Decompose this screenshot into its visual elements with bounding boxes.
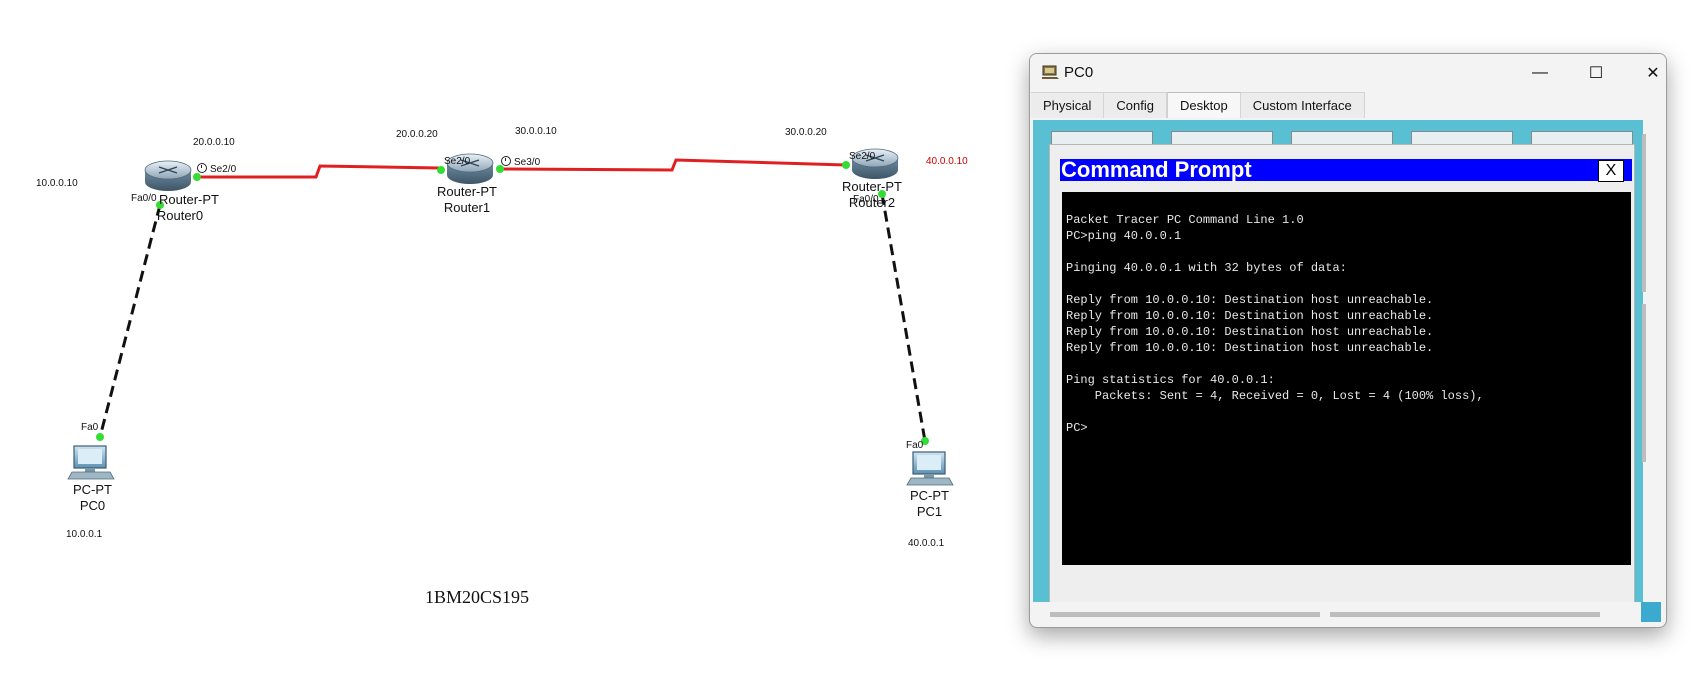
- device-name: PC1: [916, 504, 943, 519]
- router-icon[interactable]: [446, 153, 494, 184]
- command-prompt-frame: Command Prompt X Packet Tracer PC Comman…: [1049, 144, 1635, 602]
- link-light: [156, 201, 164, 209]
- tab-physical[interactable]: Physical: [1031, 92, 1105, 118]
- port-label: Fa0: [906, 440, 924, 451]
- link-light: [496, 165, 504, 173]
- port-label: Se3/0: [501, 156, 540, 168]
- close-button[interactable]: ✕: [1630, 58, 1666, 88]
- link-light: [96, 433, 104, 441]
- router-icon[interactable]: [851, 148, 899, 179]
- link-light: [921, 437, 929, 445]
- port-label: Se2/0: [197, 163, 236, 175]
- canvas-note[interactable]: 1BM20CS195: [425, 587, 530, 607]
- device-name: Router2: [848, 195, 896, 210]
- maximize-button[interactable]: ☐: [1573, 58, 1619, 88]
- horizontal-scrollbar[interactable]: [1050, 612, 1600, 617]
- device-type: Router-PT: [437, 184, 497, 199]
- terminal-output[interactable]: Packet Tracer PC Command Line 1.0 PC>pin…: [1062, 192, 1631, 565]
- tab-bar: Physical Config Desktop Custom Interface: [1031, 92, 1365, 118]
- device-type: PC-PT: [910, 488, 949, 503]
- ip-label: 10.0.0.1: [66, 529, 103, 540]
- ip-label: 30.0.0.20: [785, 127, 827, 138]
- topology-canvas[interactable]: [0, 0, 1020, 678]
- port-label: Se2/0: [849, 151, 876, 162]
- pc-app-icon: [1042, 65, 1059, 79]
- ethernet-link-r0-pc0[interactable]: [98, 204, 162, 438]
- device-label-pc0: PC-PT PC0: [73, 482, 112, 514]
- device-label-router1: Router-PT Router1: [437, 184, 497, 216]
- command-prompt-title: Command Prompt: [1060, 159, 1632, 181]
- router-icon[interactable]: [144, 160, 192, 191]
- port-label: Fa0: [81, 422, 99, 433]
- desktop-area: Command Prompt X Packet Tracer PC Comman…: [1033, 120, 1643, 602]
- ip-label: 20.0.0.20: [396, 129, 438, 140]
- vertical-scrollbar[interactable]: [1642, 134, 1646, 292]
- port-label: Fa0/0: [131, 193, 157, 204]
- pc0-window[interactable]: PC0 — ☐ ✕ Physical Config Desktop Custom…: [1029, 53, 1667, 628]
- serial-link-r1-r2[interactable]: [499, 158, 847, 172]
- device-name: Router1: [443, 200, 491, 215]
- link-light: [437, 166, 445, 174]
- ip-label: 20.0.0.10: [193, 137, 235, 148]
- device-label-pc1: PC-PT PC1: [910, 488, 949, 520]
- device-type: PC-PT: [73, 482, 112, 497]
- clock-icon: [501, 156, 511, 166]
- pc-icon[interactable]: [67, 445, 115, 480]
- link-light: [193, 173, 201, 181]
- link-light: [878, 190, 886, 198]
- device-label-router2: Router-PT Router2: [842, 179, 902, 211]
- vertical-scrollbar[interactable]: [1642, 304, 1646, 462]
- window-titlebar[interactable]: PC0 — ☐ ✕: [1030, 54, 1666, 92]
- device-name: Router0: [156, 208, 204, 223]
- window-title: PC0: [1064, 64, 1094, 81]
- minimize-button[interactable]: —: [1517, 58, 1563, 88]
- tab-config[interactable]: Config: [1104, 92, 1167, 118]
- ip-label: 40.0.0.1: [908, 538, 945, 549]
- device-type: Router-PT: [842, 179, 902, 194]
- scroll-corner: [1641, 602, 1661, 622]
- maximize-icon: ☐: [1588, 65, 1604, 82]
- tab-desktop[interactable]: Desktop: [1167, 92, 1241, 118]
- device-type: Router-PT: [159, 192, 219, 207]
- pc-icon[interactable]: [906, 451, 954, 486]
- ip-label: 10.0.0.10: [36, 178, 78, 189]
- tab-custom-interface[interactable]: Custom Interface: [1240, 92, 1365, 118]
- command-prompt-close-button[interactable]: X: [1598, 160, 1624, 182]
- device-name: PC0: [79, 498, 106, 513]
- terminal-text: Packet Tracer PC Command Line 1.0 PC>pin…: [1066, 213, 1484, 435]
- ethernet-link-r2-pc1[interactable]: [880, 193, 927, 442]
- device-label-router0: Router-PT Router0: [137, 192, 219, 224]
- link-light: [842, 161, 850, 169]
- port-label: Se2/0: [444, 156, 471, 167]
- serial-link-r0-r1[interactable]: [197, 164, 441, 179]
- ip-label: 30.0.0.10: [515, 126, 557, 137]
- port-label: Fa0/0: [853, 194, 879, 205]
- close-icon: ✕: [1646, 65, 1660, 82]
- ip-label: 40.0.0.10: [926, 156, 968, 167]
- minimize-icon: —: [1532, 64, 1548, 81]
- clock-icon: [197, 163, 207, 173]
